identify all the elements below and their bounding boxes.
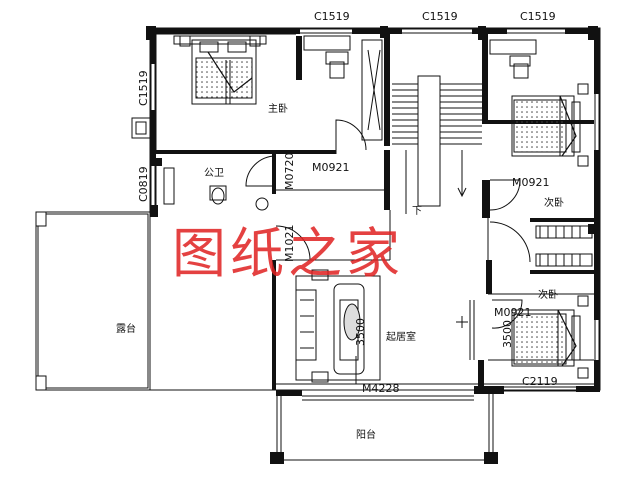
door-label-right-upper: M0921 (512, 176, 550, 189)
dimension-right: 3500 (501, 320, 514, 348)
watermark: 图纸之家 (172, 222, 404, 285)
dimension-living: 3500 (354, 318, 367, 346)
window-label-top-right: C1519 (520, 10, 556, 23)
window-label-top-left: C1519 (314, 10, 350, 23)
room-label-balcony: 阳台 (356, 428, 376, 441)
stair-direction-label: 下 (412, 206, 422, 217)
door-label-master: M0921 (312, 161, 350, 174)
wall-outlines (35, 27, 601, 461)
window-label-bottom-right: C2119 (522, 375, 558, 388)
room-label-living: 起居室 (386, 330, 416, 343)
door-label-living-entry: M1021 (283, 225, 296, 263)
window-label-left-bath: C0819 (137, 166, 150, 202)
room-label-master: 主卧 (268, 102, 288, 115)
furniture (163, 35, 593, 383)
doors (245, 119, 531, 384)
room-label-bath: 公卫 (204, 168, 224, 179)
door-label-bath: M0720 (283, 153, 296, 191)
room-label-terrace: 露台 (116, 322, 136, 335)
room-label-second-lower: 次卧 (538, 288, 558, 301)
room-label-second-upper: 次卧 (544, 196, 564, 209)
window-label-top-middle: C1519 (422, 10, 458, 23)
door-label-living-bottom: M4228 (362, 382, 400, 395)
staircase (392, 75, 482, 214)
window-label-left-bedroom: C1519 (137, 70, 150, 106)
door-label-right-lower: M0921 (494, 306, 532, 319)
